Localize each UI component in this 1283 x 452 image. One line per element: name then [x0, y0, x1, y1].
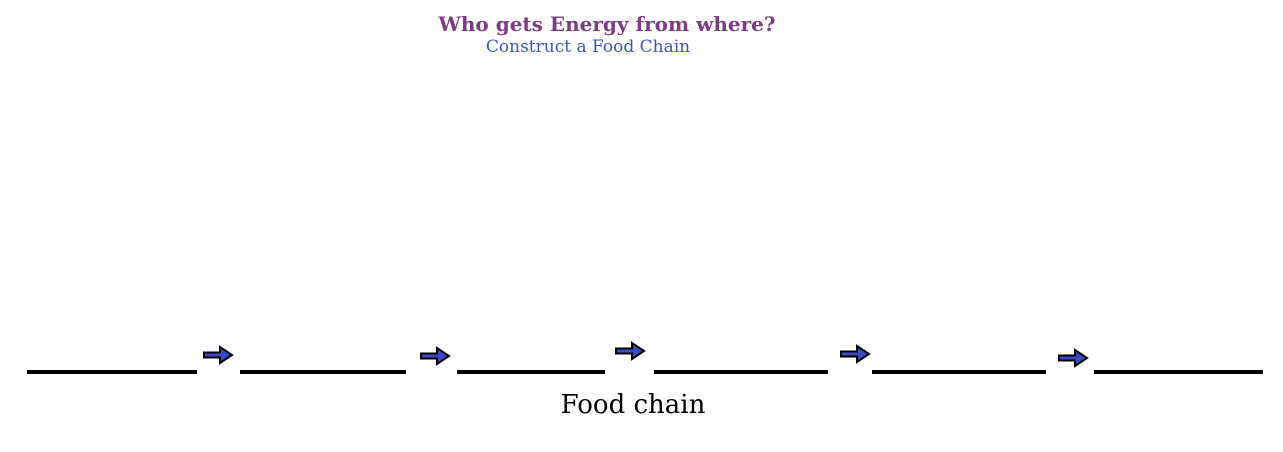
page-title: Who gets Energy from where?	[438, 12, 776, 36]
arrow-glyph	[203, 345, 234, 365]
arrow-glyph	[840, 344, 871, 364]
block-arrow-right-icon	[420, 346, 451, 366]
block-arrow-right-icon	[840, 344, 871, 364]
food-chain-blank-3[interactable]	[457, 370, 605, 374]
food-chain-blank-1[interactable]	[27, 370, 197, 374]
page-subtitle: Construct a Food Chain	[485, 37, 691, 57]
block-arrow-right-icon	[615, 341, 646, 361]
arrow-glyph	[1058, 348, 1089, 368]
food-chain-label: Food chain	[560, 390, 706, 420]
block-arrow-right-icon	[1058, 348, 1089, 368]
food-chain-blank-6[interactable]	[1094, 370, 1263, 374]
arrow-glyph	[615, 341, 646, 361]
food-chain-blank-4[interactable]	[654, 370, 828, 374]
food-chain-blank-2[interactable]	[240, 370, 406, 374]
arrow-glyph	[420, 346, 451, 366]
food-chain-blank-5[interactable]	[872, 370, 1046, 374]
block-arrow-right-icon	[203, 345, 234, 365]
